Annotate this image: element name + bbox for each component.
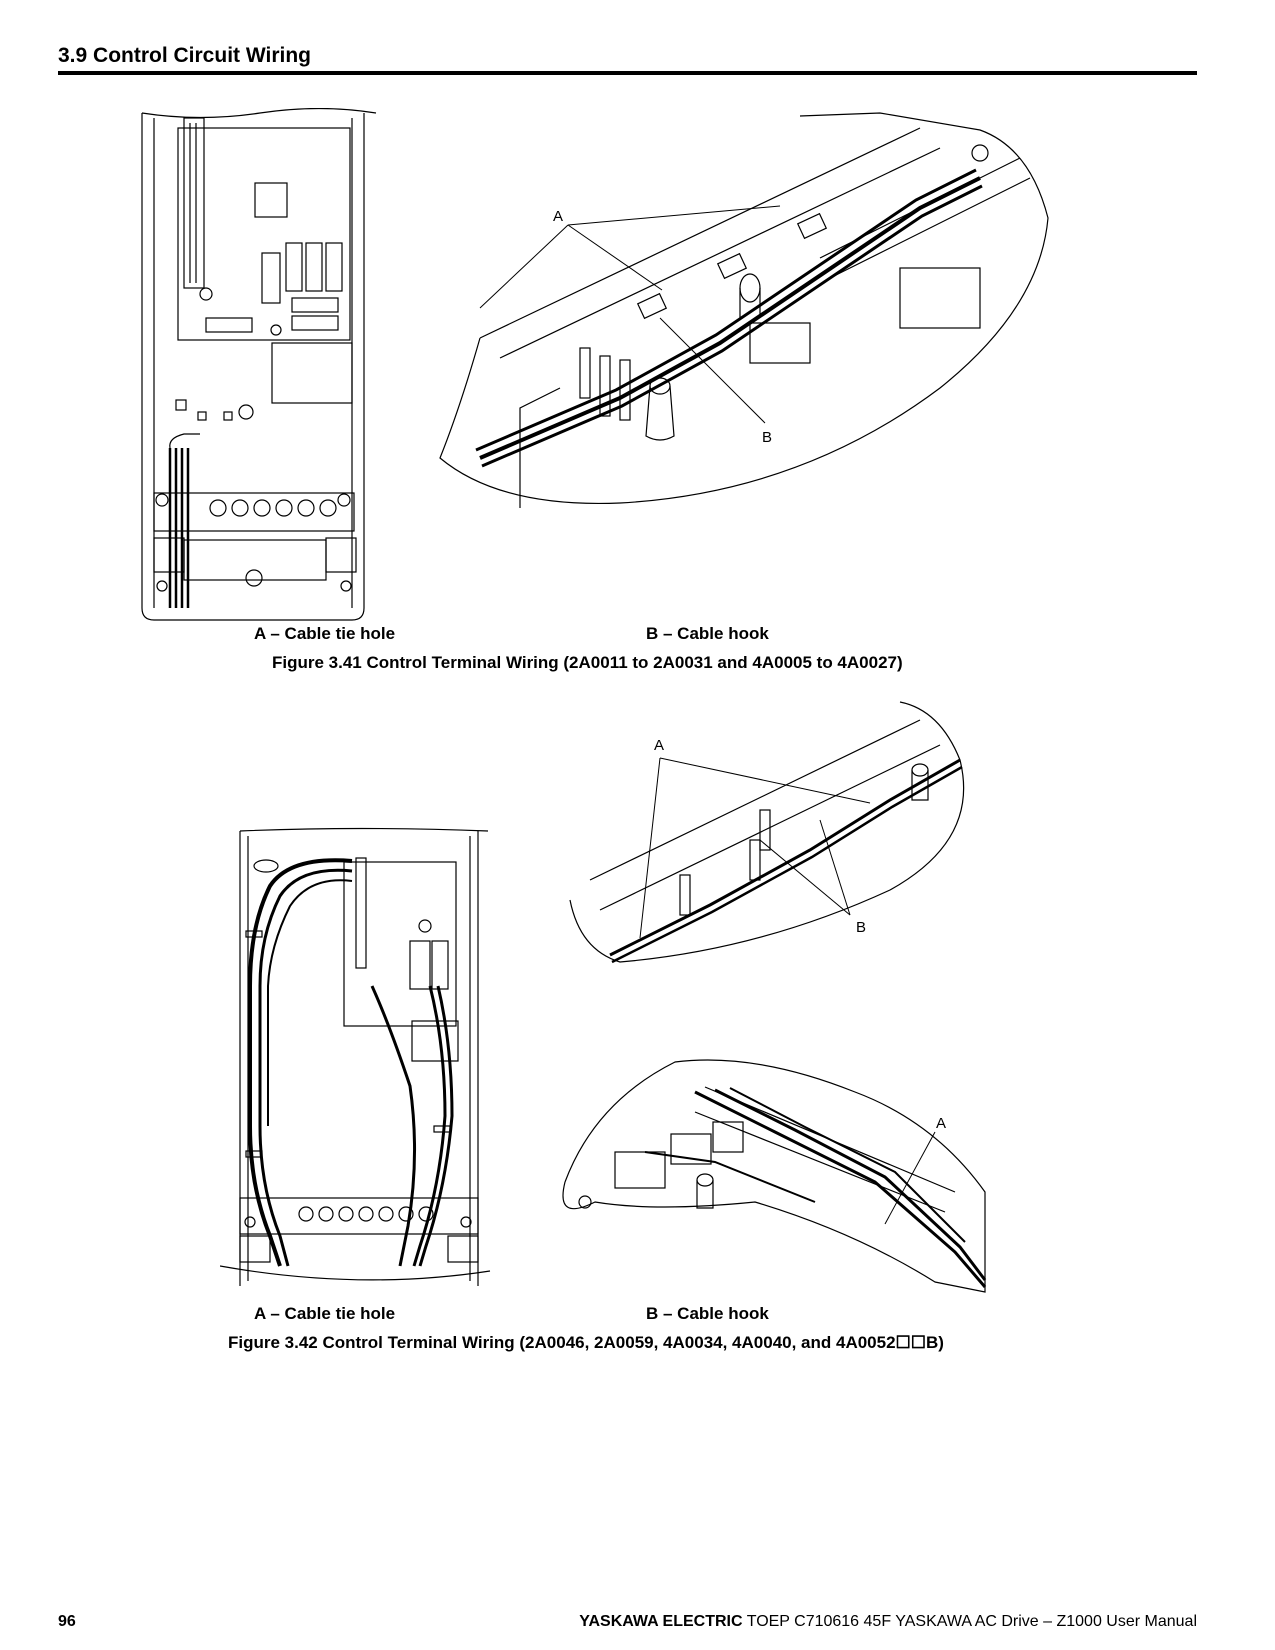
fig341-detail-illustration: A B — [420, 108, 1060, 508]
page-number: 96 — [58, 1613, 76, 1630]
fig342-lower-detail-illustration: A — [555, 1052, 1025, 1297]
fig342-callout-a: A — [654, 737, 664, 754]
fig342-legend-b: B – Cable hook — [646, 1304, 769, 1323]
fig342-callout-a-lower: A — [936, 1115, 946, 1132]
fig342-legend-a: A – Cable tie hole — [254, 1304, 396, 1323]
footer-brand: YASKAWA ELECTRIC — [579, 1613, 743, 1630]
footer-doc-ref: TOEP C710616 45F YASKAWA AC Drive – Z100… — [742, 1613, 1197, 1630]
fig342-drive-front-illustration — [220, 826, 500, 1296]
section-title: 3.9 Control Circuit Wiring — [58, 44, 311, 67]
fig341-callout-a: A — [553, 208, 563, 225]
fig341-legend-a: A – Cable tie hole — [254, 624, 396, 643]
fig341-callout-b: B — [762, 429, 772, 446]
fig342-upper-detail-illustration: A B — [560, 700, 1000, 970]
fig342-caption: Figure 3.42 Control Terminal Wiring (2A0… — [228, 1333, 944, 1352]
fig341-drive-front-illustration — [140, 108, 380, 626]
fig341-caption: Figure 3.41 Control Terminal Wiring (2A0… — [272, 653, 903, 672]
fig341-legend-b: B – Cable hook — [646, 624, 769, 643]
footer-doc-info: YASKAWA ELECTRIC TOEP C710616 45F YASKAW… — [579, 1613, 1197, 1631]
title-rule — [58, 71, 1197, 75]
fig342-callout-b: B — [856, 919, 866, 936]
